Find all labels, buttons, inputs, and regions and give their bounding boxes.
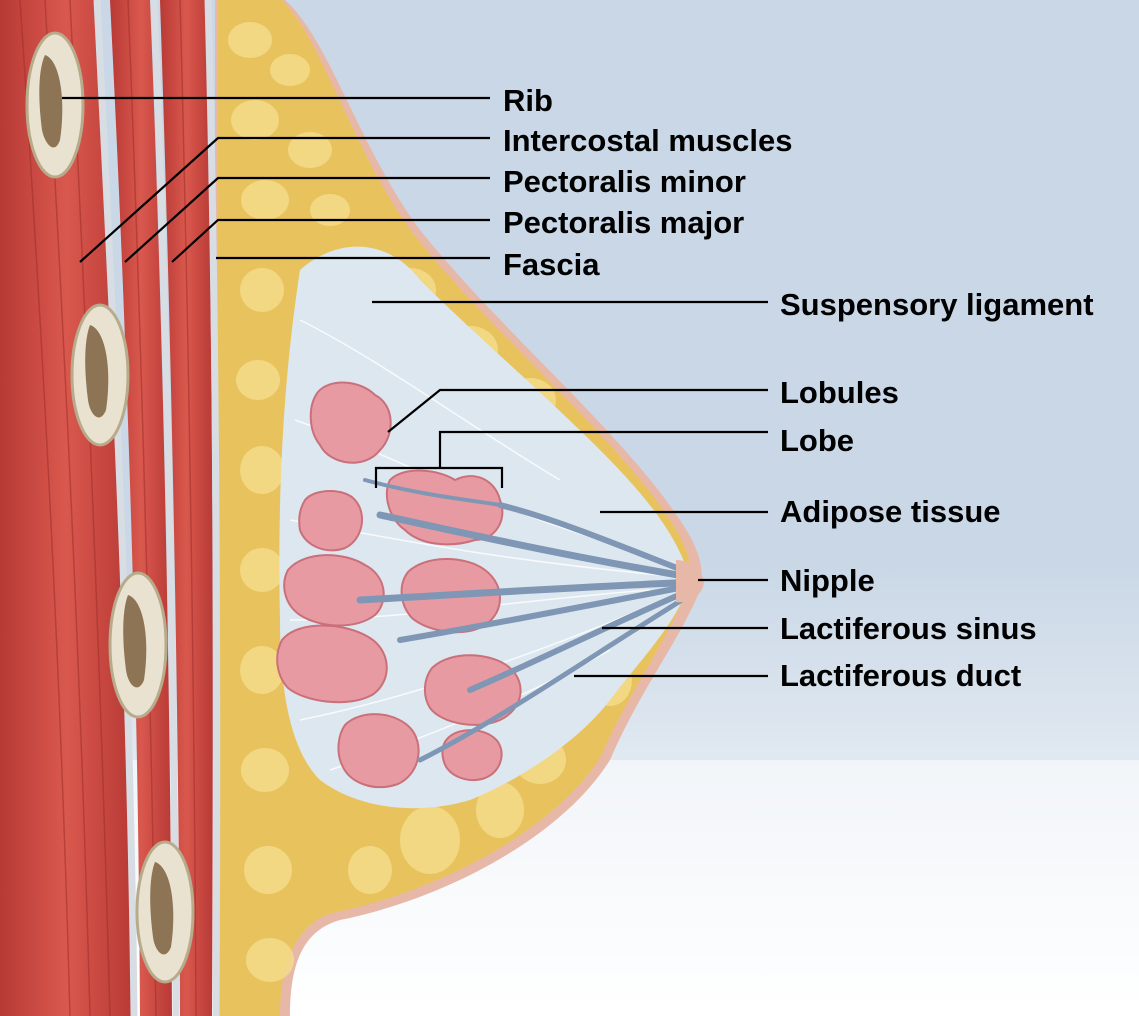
label-lactiferous-sinus: Lactiferous sinus: [780, 613, 1037, 644]
label-lactiferous-duct: Lactiferous duct: [780, 660, 1021, 691]
label-fascia: Fascia: [503, 249, 600, 280]
label-lobe: Lobe: [780, 425, 854, 456]
rib-3: [110, 573, 166, 717]
label-adipose-tissue: Adipose tissue: [780, 496, 1001, 527]
label-intercostal-muscles: Intercostal muscles: [503, 125, 792, 156]
rib-4: [137, 842, 193, 982]
label-suspensory-ligament: Suspensory ligament: [780, 289, 1094, 320]
rib-1: [27, 33, 83, 177]
rib-2: [72, 305, 128, 445]
label-pectoralis-major: Pectoralis major: [503, 207, 744, 238]
label-rib: Rib: [503, 85, 553, 116]
label-lobules: Lobules: [780, 377, 899, 408]
label-pectoralis-minor: Pectoralis minor: [503, 166, 746, 197]
label-nipple: Nipple: [780, 565, 875, 596]
